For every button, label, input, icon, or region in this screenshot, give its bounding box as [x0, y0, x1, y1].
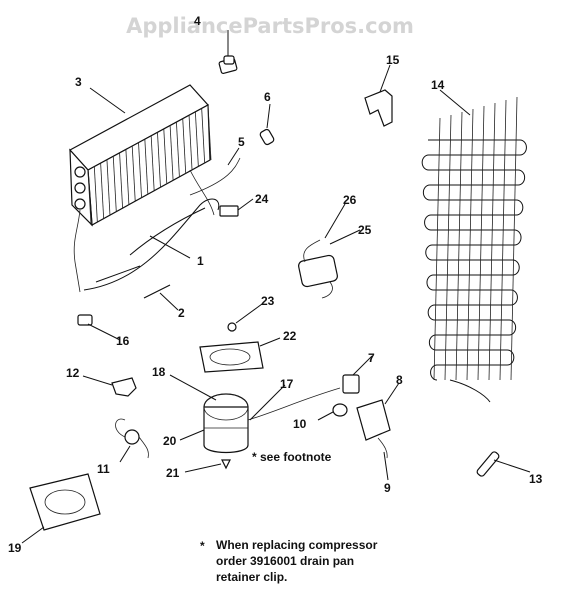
note-line-1: When replacing compressor [216, 538, 378, 552]
callout-4: 4 [194, 14, 201, 28]
callout-18: 18 [152, 365, 166, 379]
part-mounting-plate [29, 473, 101, 531]
part-evaporator [69, 84, 215, 293]
part-bracket-15 [364, 89, 393, 127]
footnote-marker: * see footnote [252, 450, 332, 464]
callout-7: 7 [368, 351, 375, 365]
callout-14: 14 [431, 78, 445, 92]
callout-9: 9 [384, 481, 391, 495]
callout-1: 1 [197, 254, 204, 268]
part-tube-13 [476, 451, 500, 477]
callout-25: 25 [358, 223, 372, 237]
callout-26: 26 [343, 193, 357, 207]
part-insulator-6 [259, 128, 275, 146]
part-foot-21 [221, 459, 231, 470]
part-tubing [83, 198, 220, 291]
part-grommet-23 [227, 322, 237, 332]
part-tube-2 [143, 284, 171, 299]
callout-11: 11 [97, 462, 110, 476]
callout-24: 24 [255, 192, 269, 206]
callout-13: 13 [529, 472, 543, 486]
part-drain-pan [199, 341, 264, 373]
callout-5: 5 [238, 135, 245, 149]
part-clip-7 [342, 374, 360, 394]
leader-lines [21, 30, 531, 544]
part-grommet-10 [332, 403, 348, 417]
callout-16: 16 [116, 334, 130, 348]
part-relay-capacitor [298, 239, 338, 299]
callout-20: 20 [163, 434, 177, 448]
callout-3: 3 [75, 75, 82, 89]
part-cap-tube [189, 157, 241, 196]
part-clip-16 [77, 314, 93, 326]
part-compressor [203, 387, 341, 454]
part-bracket-12 [111, 377, 137, 397]
callout-23: 23 [261, 294, 275, 308]
callout-19: 19 [8, 541, 22, 555]
callout-2: 2 [178, 306, 185, 320]
part-overload [356, 399, 391, 459]
callout-17: 17 [280, 377, 294, 391]
part-harness-11 [115, 418, 149, 459]
callout-labels: 1 2 3 4 5 6 7 8 9 10 11 12 13 14 15 16 1… [8, 14, 543, 555]
callout-22: 22 [283, 329, 297, 343]
compressor-note: * When replacing compressor order 391600… [200, 538, 378, 584]
callout-21: 21 [166, 466, 180, 480]
callout-15: 15 [386, 53, 400, 67]
note-line-3: retainer clip. [216, 570, 287, 584]
note-line-2: order 3916001 drain pan [216, 554, 354, 568]
watermark: AppliancePartsPros.com [126, 14, 414, 38]
callout-10: 10 [293, 417, 307, 431]
part-clip-4 [218, 55, 238, 75]
part-clip-24 [219, 205, 239, 217]
callout-12: 12 [66, 366, 80, 380]
note-star: * [200, 539, 205, 553]
callout-8: 8 [396, 373, 403, 387]
callout-6: 6 [264, 90, 271, 104]
part-condenser [421, 96, 527, 403]
